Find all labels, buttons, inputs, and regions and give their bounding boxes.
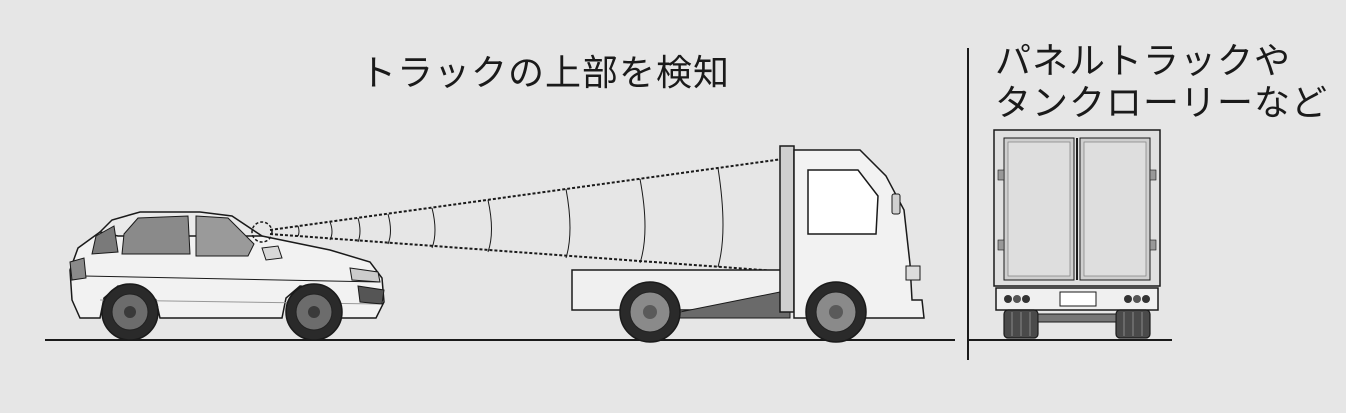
panel-truck-rear	[993, 129, 1161, 339]
caption-vehicle-types-line1: パネルトラックや	[995, 41, 1292, 82]
caption-detect-truck-top: トラックの上部を検知	[360, 53, 731, 94]
suv-car	[69, 211, 385, 341]
suv-rear-wheel	[101, 283, 159, 341]
truck-rear-wheel	[619, 281, 681, 343]
truck-front-wheel	[805, 281, 867, 343]
suv-front-wheel	[285, 283, 343, 341]
sensor-indicator	[251, 221, 273, 243]
detection-cone	[269, 157, 791, 273]
flatbed-truck	[571, 145, 925, 343]
caption-vehicle-types-line2: タンクローリーなど	[995, 83, 1329, 124]
